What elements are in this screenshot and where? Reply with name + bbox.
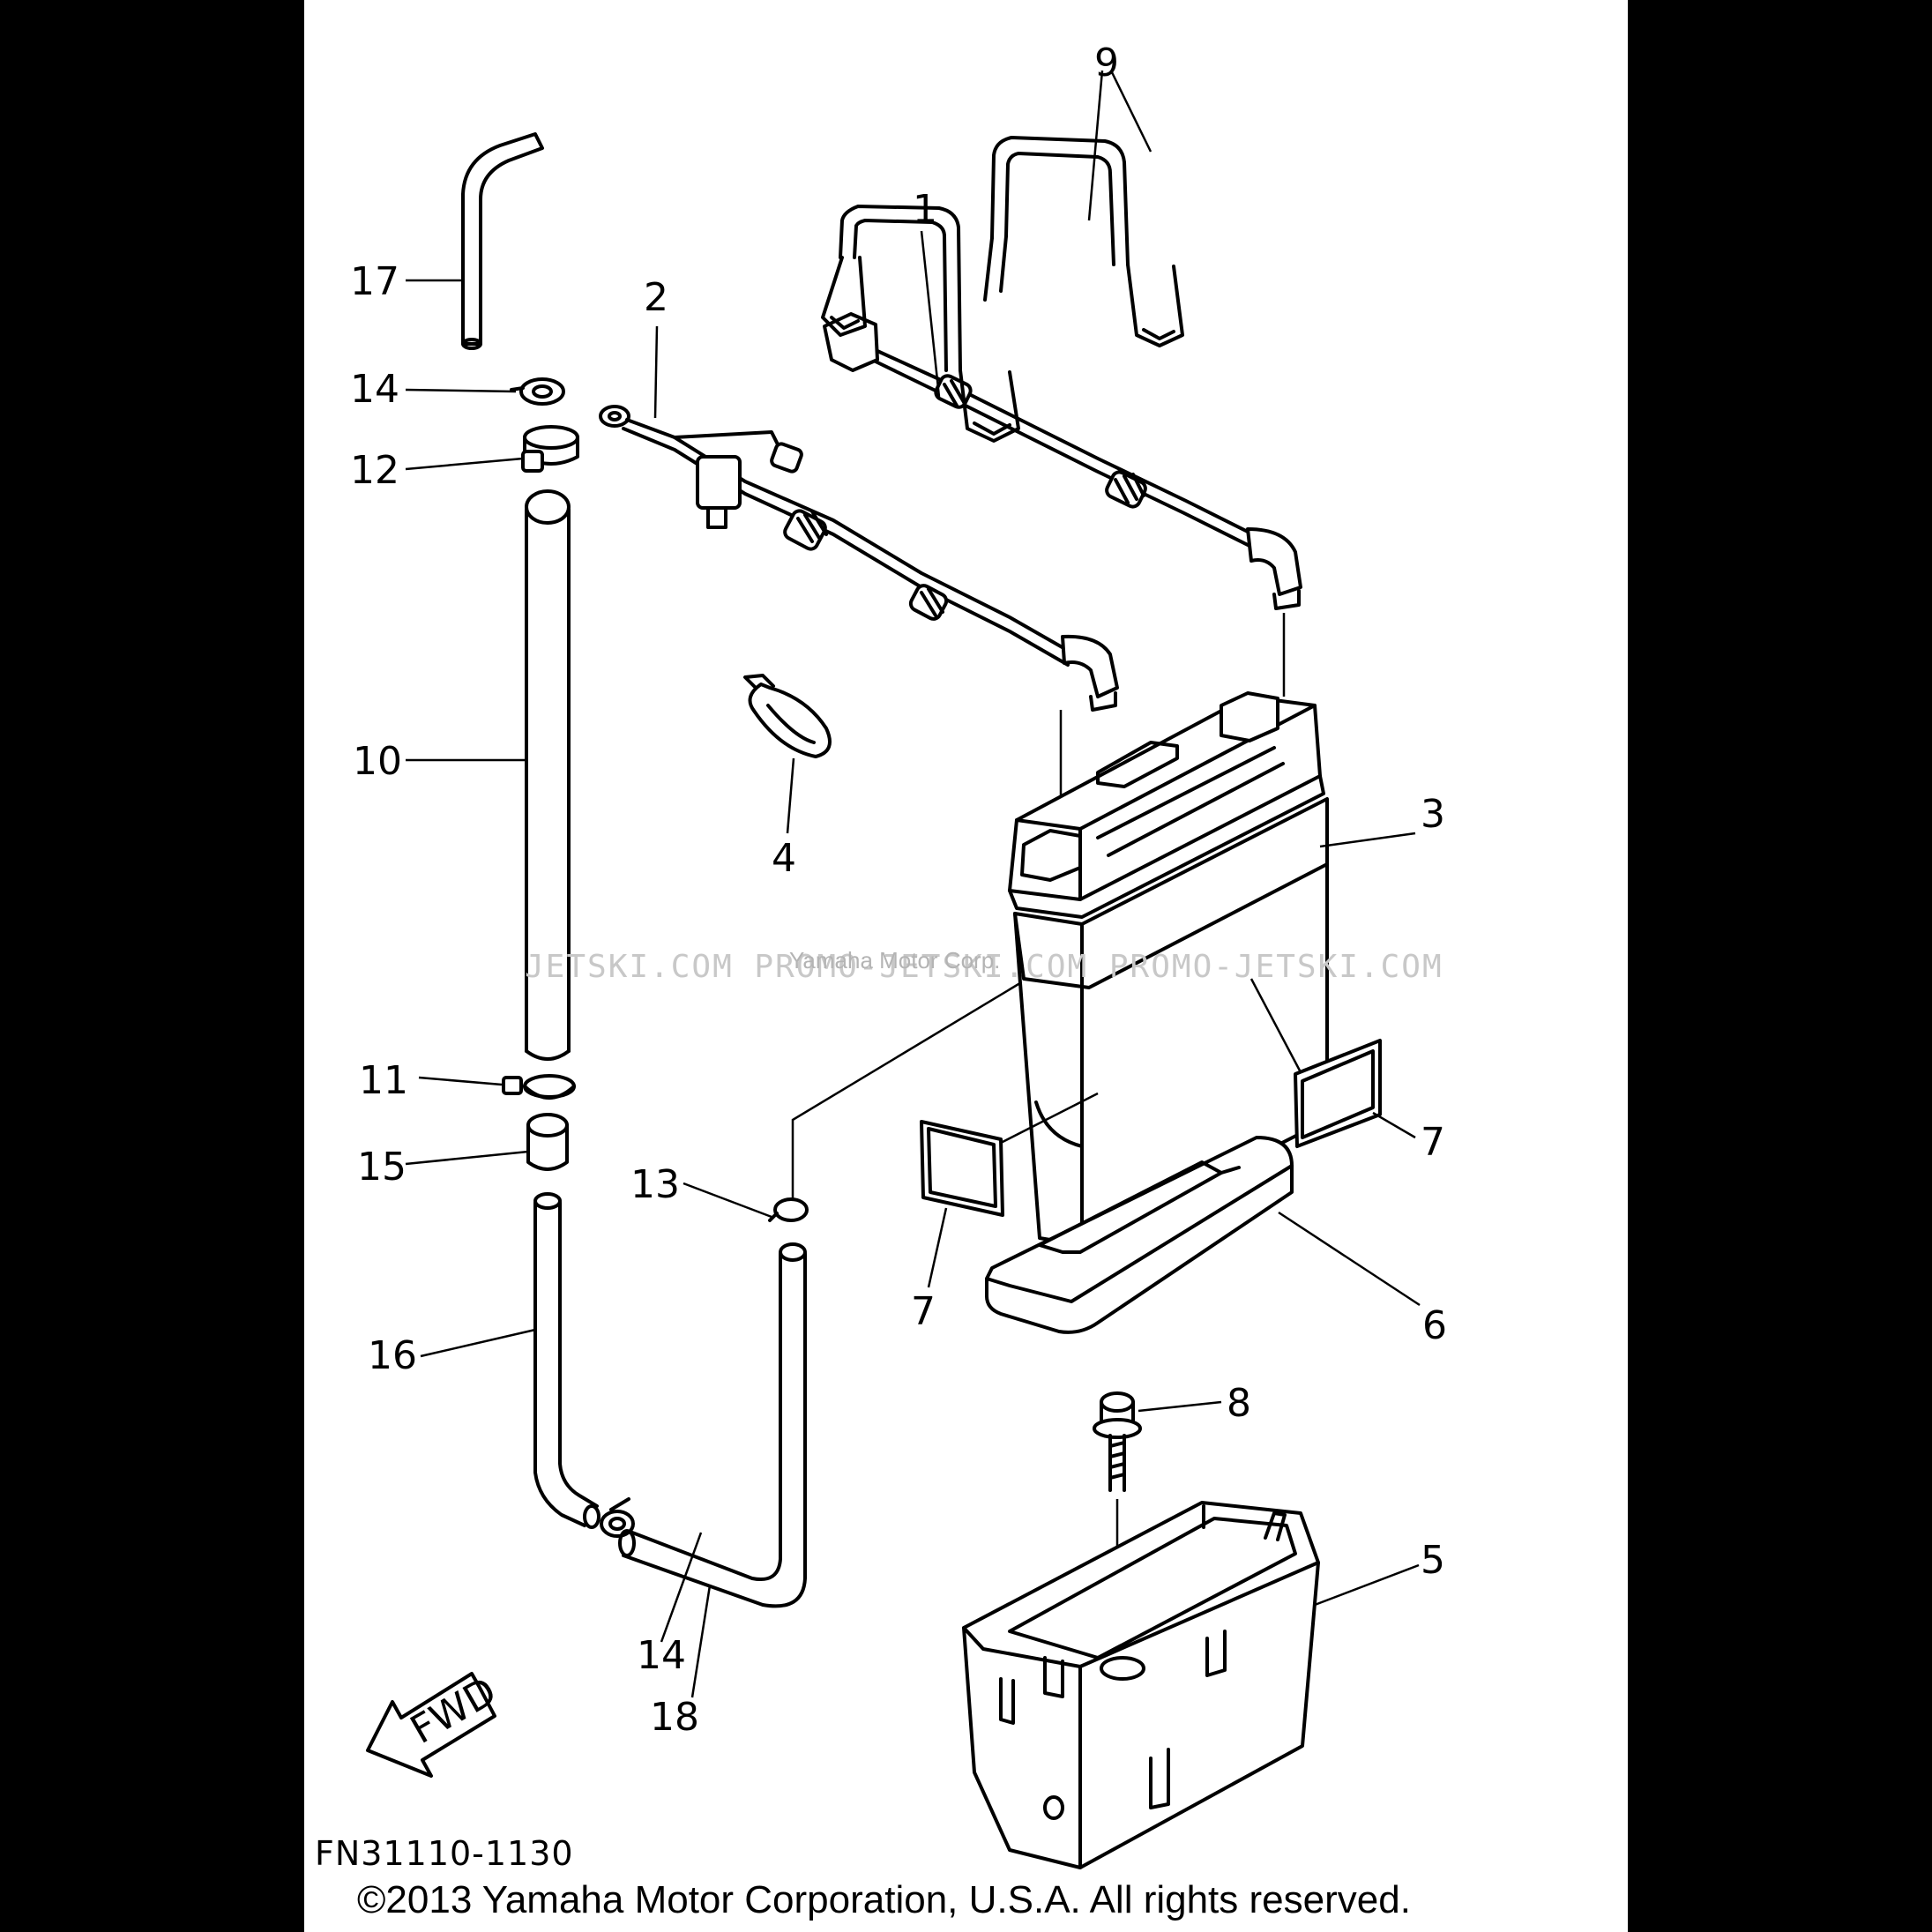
part-12-hose-clamp <box>521 425 579 473</box>
part-17-breather-hose <box>461 132 544 350</box>
callout-7-right: 7 <box>1421 1120 1445 1165</box>
callout-17: 17 <box>350 259 399 304</box>
part-11-hose-clamp <box>502 1074 576 1100</box>
callout-9: 9 <box>1094 41 1119 86</box>
callout-3: 3 <box>1421 792 1445 837</box>
callout-14-upper: 14 <box>350 367 399 412</box>
part-18-curved-hose <box>618 1242 807 1608</box>
part-7-pad-left <box>920 1120 1004 1217</box>
callout-4: 4 <box>772 836 796 881</box>
parts-diagram-sheet: FWD 1 2 3 4 5 6 7 7 8 9 10 11 12 13 14 1… <box>304 0 1628 1932</box>
part-14-clip-upper <box>510 377 565 406</box>
watermark-small-text: Yamaha Motor Corp. <box>789 947 1000 973</box>
part-10-vent-hose <box>525 489 571 1061</box>
callout-5: 5 <box>1421 1538 1445 1583</box>
callout-2: 2 <box>644 275 668 320</box>
part-8-bolt <box>1093 1391 1142 1492</box>
copyright-notice: ©2013 Yamaha Motor Corporation, U.S.A. A… <box>357 1878 1411 1921</box>
part-7-pad-right <box>1294 1039 1382 1148</box>
fwd-arrow-icon: FWD <box>366 1668 504 1778</box>
callout-18: 18 <box>650 1695 699 1740</box>
part-13-clip <box>768 1197 809 1222</box>
drawing-number: FN31110-1130 <box>315 1834 574 1873</box>
callout-1: 1 <box>913 187 937 232</box>
part-15-hose-joint <box>526 1113 569 1171</box>
part-5-battery-box <box>962 1501 1320 1869</box>
callout-16: 16 <box>368 1333 417 1378</box>
watermark-text: JETSKI.COM PROMO-JETSKI.COM PROMO-JETSKI… <box>525 949 1443 985</box>
part-9-battery-bands <box>821 136 1184 443</box>
part-16-lower-hose <box>533 1192 600 1529</box>
callout-12: 12 <box>350 448 399 493</box>
part-2-negative-cable <box>599 405 1119 712</box>
part-4-band-clamp <box>743 674 832 758</box>
callout-14-lower: 14 <box>637 1633 686 1678</box>
callout-13: 13 <box>630 1162 680 1207</box>
callout-6: 6 <box>1422 1303 1447 1348</box>
callout-7-left: 7 <box>911 1289 936 1334</box>
callout-15: 15 <box>357 1145 407 1190</box>
exploded-view-drawing: FWD 1 2 3 4 5 6 7 7 8 9 10 11 12 13 14 1… <box>350 41 1447 1869</box>
part-6-battery-mat <box>985 1136 1294 1334</box>
callout-10: 10 <box>353 739 402 784</box>
callout-8: 8 <box>1227 1381 1251 1426</box>
callout-11: 11 <box>359 1058 408 1103</box>
part-1-positive-cable <box>823 312 1302 610</box>
